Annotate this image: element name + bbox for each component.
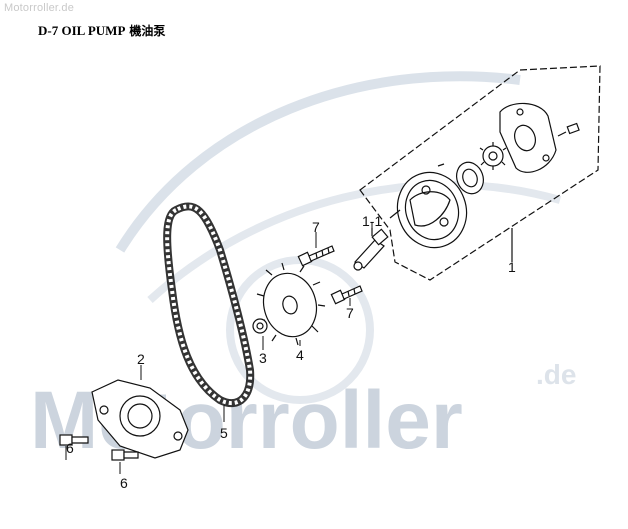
bolt-6-upper — [59, 434, 89, 446]
callout-5: 5 — [220, 425, 228, 441]
pump-cover-screw — [557, 122, 580, 137]
callout-2: 2 — [137, 351, 145, 367]
bolt-7-upper — [297, 245, 335, 267]
diagram-title-zh: 機油泵 — [129, 24, 166, 38]
callout-6-upper: 6 — [66, 440, 74, 456]
leader-lines — [65, 222, 373, 474]
crankcase-cover-plate — [91, 379, 189, 459]
callout-1-1: 1-1 — [362, 213, 382, 229]
drive-chain — [163, 202, 255, 408]
pump-cover — [499, 102, 557, 173]
callout-7-lower: 7 — [346, 305, 354, 321]
callout-4: 4 — [296, 347, 304, 363]
sprocket — [256, 262, 326, 346]
pump-shaft — [353, 228, 389, 271]
oil-pump-assembly — [359, 65, 601, 281]
callout-6-lower: 6 — [120, 475, 128, 491]
pump-gear-small — [479, 142, 507, 170]
bolt-6-lower — [111, 449, 139, 461]
watermark-top-text: Motorroller.de — [4, 2, 75, 14]
diagram-title-en: D-7 OIL PUMP — [38, 23, 126, 38]
callout-3: 3 — [259, 350, 267, 366]
pump-body — [389, 171, 468, 249]
assembly-dashed-outline — [359, 65, 601, 281]
pin — [437, 163, 445, 167]
watermark-swoosh-1 — [115, 71, 521, 253]
bolt-7-lower — [330, 285, 363, 305]
nut — [252, 318, 268, 334]
callout-1: 1 — [508, 259, 516, 275]
pump-rotor — [456, 161, 484, 195]
watermark-swoosh-2 — [147, 180, 562, 303]
watermark-suffix-text: .de — [536, 359, 576, 390]
callout-7-upper: 7 — [312, 219, 320, 235]
